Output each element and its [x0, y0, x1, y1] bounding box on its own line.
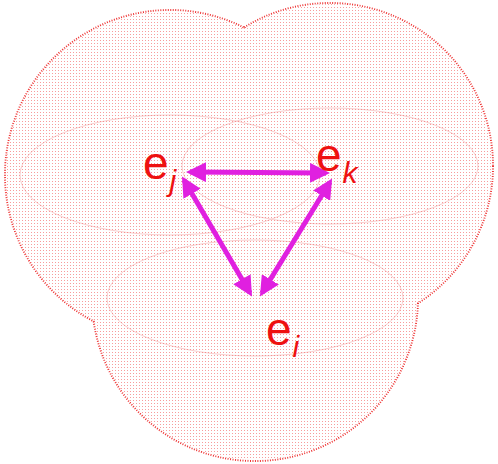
vector-symbol: e	[266, 303, 292, 355]
vector-label: ej	[143, 140, 176, 186]
lobe-fill	[6, 4, 492, 460]
vector-subscript: i	[293, 330, 300, 363]
lobe-shading	[20, 108, 478, 356]
lobe-outline	[5, 3, 493, 461]
vector-label: ek	[316, 132, 358, 178]
vector-label: ei	[266, 306, 299, 352]
vector-symbol: e	[316, 129, 342, 181]
vector-subscript: k	[343, 156, 358, 189]
vector-symbol: e	[143, 137, 169, 189]
vector-subscript: j	[170, 164, 177, 197]
basis-vector-arrows	[184, 172, 330, 293]
